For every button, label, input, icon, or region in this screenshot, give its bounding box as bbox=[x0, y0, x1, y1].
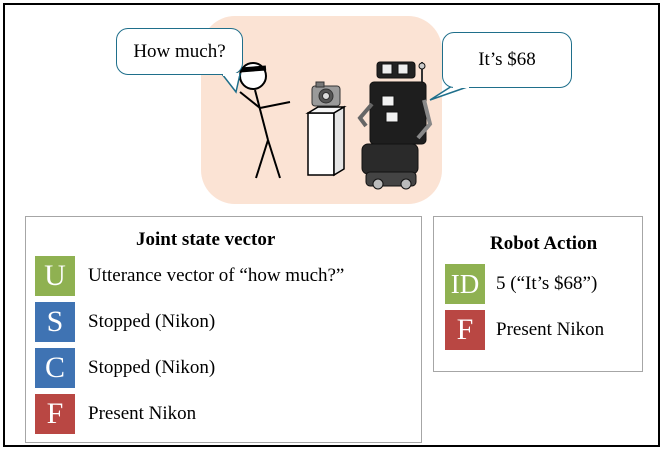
human-utterance-text: How much? bbox=[133, 40, 226, 62]
robot-action-row-f: F Present Nikon bbox=[444, 309, 604, 351]
robot-utterance-text: It’s $68 bbox=[478, 49, 536, 70]
robot-figure bbox=[357, 61, 433, 190]
joint-state-row-f: F Present Nikon bbox=[34, 393, 196, 435]
joint-state-panel: Joint state vector U Utterance vector of… bbox=[25, 216, 422, 443]
id-badge: ID bbox=[444, 263, 486, 305]
f-label: Present Nikon bbox=[88, 403, 197, 424]
id-label: 5 (“It’s $68”) bbox=[496, 273, 598, 294]
utterance-badge: U bbox=[34, 255, 76, 297]
right-tail-joint bbox=[453, 85, 469, 88]
c-badge: C bbox=[34, 347, 76, 389]
joint-state-row-s: S Stopped (Nikon) bbox=[34, 301, 215, 343]
s-badge: S bbox=[34, 301, 76, 343]
right-bubble-tail bbox=[429, 85, 471, 101]
joint-state-title: Joint state vector bbox=[136, 229, 276, 250]
left-bubble-tail bbox=[220, 73, 241, 94]
human-figure bbox=[231, 61, 291, 179]
utterance-label: Utterance vector of “how much?” bbox=[88, 265, 345, 286]
joint-state-row-utterance: U Utterance vector of “how much?” bbox=[34, 255, 344, 297]
human-speech-bubble: How much? bbox=[116, 28, 243, 75]
joint-state-row-c: C Stopped (Nikon) bbox=[34, 347, 215, 389]
robot-action-title: Robot Action bbox=[490, 233, 598, 254]
camera-item bbox=[311, 81, 341, 107]
pedestal bbox=[305, 105, 347, 177]
left-tail-joint bbox=[223, 73, 239, 76]
action-f-badge: F bbox=[444, 309, 486, 351]
robot-action-panel: Robot Action ID 5 (“It’s $68”) F Present… bbox=[433, 216, 643, 372]
s-label: Stopped (Nikon) bbox=[88, 311, 216, 332]
action-f-label: Present Nikon bbox=[496, 319, 605, 340]
robot-speech-bubble: It’s $68 bbox=[442, 32, 572, 88]
f-badge: F bbox=[34, 393, 76, 435]
c-label: Stopped (Nikon) bbox=[88, 357, 216, 378]
robot-action-row-id: ID 5 (“It’s $68”) bbox=[444, 263, 597, 305]
